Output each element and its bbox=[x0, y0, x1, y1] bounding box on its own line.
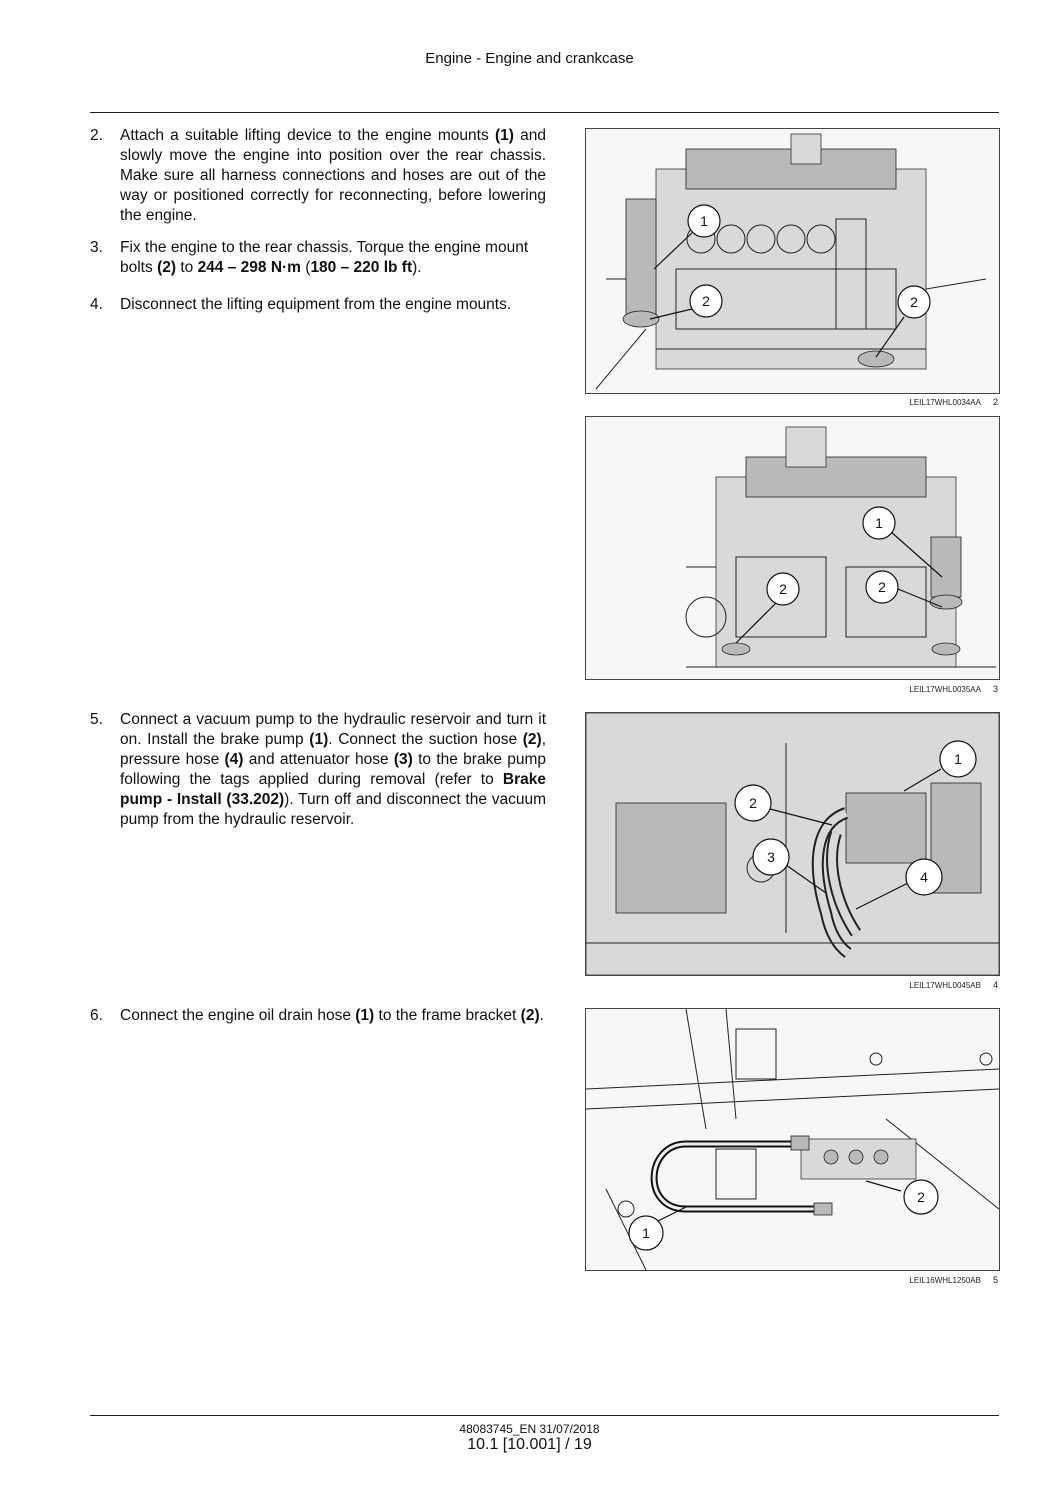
figure-4-brake-pump: 1 2 3 4 bbox=[585, 712, 1000, 976]
callout-1: 1 bbox=[687, 204, 721, 238]
callout-4: 4 bbox=[905, 858, 943, 896]
page-header: Engine - Engine and crankcase bbox=[425, 50, 634, 67]
engine-illustration: 1 2 2 bbox=[595, 133, 987, 390]
svg-text:2: 2 bbox=[779, 581, 787, 597]
figure-5-oil-drain-hose: 1 2 bbox=[585, 1008, 1000, 1271]
svg-text:2: 2 bbox=[702, 293, 710, 309]
callout-1: 1 bbox=[939, 740, 977, 778]
oil-drain-hose-illustration: 1 2 bbox=[586, 1009, 999, 1270]
svg-text:4: 4 bbox=[920, 869, 928, 885]
step-4: 4. Disconnect the lifting equipment from… bbox=[90, 295, 546, 315]
callout-2: 2 bbox=[865, 570, 899, 604]
svg-text:1: 1 bbox=[700, 213, 708, 229]
brake-pump-illustration: 1 2 3 4 bbox=[586, 713, 999, 975]
step-number: 4. bbox=[90, 296, 103, 313]
figure-2-engine-mounts: 1 2 2 bbox=[585, 128, 1000, 394]
step-text: Connect the engine oil drain hose (1) to… bbox=[120, 1007, 544, 1024]
callout-2: 2 bbox=[689, 284, 723, 318]
figure-3-engine-mounts: 1 2 2 bbox=[585, 416, 1000, 680]
step-number: 6. bbox=[90, 1007, 103, 1024]
engine-illustration: 1 2 2 bbox=[685, 426, 996, 668]
step-6: 6. Connect the engine oil drain hose (1)… bbox=[90, 1006, 546, 1026]
svg-text:1: 1 bbox=[954, 751, 962, 767]
callout-1: 1 bbox=[862, 506, 896, 540]
callout-2: 2 bbox=[766, 572, 800, 606]
svg-text:1: 1 bbox=[875, 515, 883, 531]
svg-text:1: 1 bbox=[642, 1225, 650, 1241]
svg-text:2: 2 bbox=[878, 579, 886, 595]
step-number: 5. bbox=[90, 711, 103, 728]
step-text: Disconnect the lifting equipment from th… bbox=[120, 296, 512, 313]
document-reference: 48083745_EN 31/07/2018 bbox=[459, 1422, 600, 1436]
header-rule bbox=[90, 112, 999, 113]
step-text: Attach a suitable lifting device to the … bbox=[120, 127, 546, 224]
svg-text:3: 3 bbox=[767, 849, 775, 865]
step-5: 5. Connect a vacuum pump to the hydrauli… bbox=[90, 710, 546, 830]
step-number: 3. bbox=[90, 239, 103, 256]
page-number: 10.1 [10.001] / 19 bbox=[467, 1436, 592, 1453]
callout-3: 3 bbox=[752, 838, 790, 876]
step-2: 2. Attach a suitable lifting device to t… bbox=[90, 126, 546, 226]
callout-2: 2 bbox=[903, 1179, 939, 1215]
svg-text:2: 2 bbox=[917, 1189, 925, 1205]
svg-text:2: 2 bbox=[749, 795, 757, 811]
callout-2: 2 bbox=[734, 784, 772, 822]
callout-2: 2 bbox=[897, 285, 931, 319]
svg-text:2: 2 bbox=[910, 294, 918, 310]
callout-1: 1 bbox=[628, 1215, 664, 1251]
step-text: Connect a vacuum pump to the hydraulic r… bbox=[120, 711, 546, 828]
step-number: 2. bbox=[90, 127, 103, 144]
step-3: 3. Fix the engine to the rear chassis. T… bbox=[90, 238, 546, 278]
footer-rule bbox=[90, 1415, 999, 1416]
step-text: Fix the engine to the rear chassis. Torq… bbox=[120, 239, 529, 276]
